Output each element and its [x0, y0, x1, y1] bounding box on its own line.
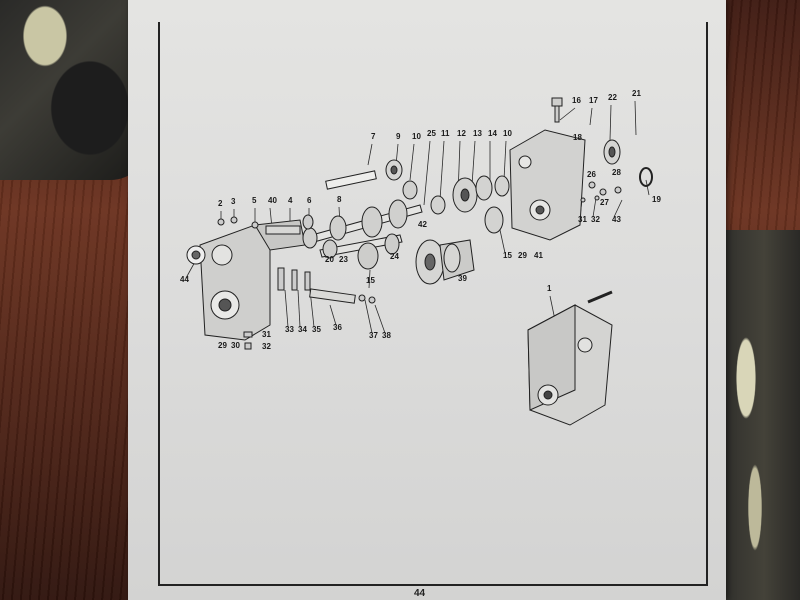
callout-c29a: 29: [218, 341, 227, 350]
left-small-parts: [217, 214, 376, 350]
callout-c14: 14: [488, 129, 497, 138]
callout-c31b: 31: [578, 215, 587, 224]
callout-c5: 5: [252, 196, 257, 205]
callout-c7: 7: [371, 132, 376, 141]
callout-c17: 17: [589, 96, 598, 105]
callout-c26: 26: [587, 170, 596, 179]
callout-c35: 35: [312, 325, 321, 334]
flange-part: [603, 139, 621, 165]
callout-c21: 21: [632, 89, 641, 98]
callout-c30: 30: [231, 341, 240, 350]
rug-top-left: [0, 0, 150, 180]
callout-c44: 44: [180, 275, 189, 284]
callout-c2: 2: [218, 199, 223, 208]
callout-c16: 16: [572, 96, 581, 105]
callout-c19: 19: [652, 195, 661, 204]
bolt-part: [551, 97, 563, 123]
right-housing: [509, 129, 586, 241]
callout-c10b: 10: [503, 129, 512, 138]
callout-c1: 1: [547, 284, 552, 293]
differential-part: [415, 239, 475, 285]
callout-c20: 20: [325, 255, 334, 264]
callout-c36: 36: [333, 323, 342, 332]
seal-part: [186, 245, 206, 265]
callout-c31a: 31: [262, 330, 271, 339]
callout-c10a: 10: [412, 132, 421, 141]
callout-c29b: 29: [518, 251, 527, 260]
callout-c6: 6: [307, 196, 312, 205]
left-housing: [199, 219, 306, 341]
assembled-gearbox: [527, 290, 613, 426]
callout-c23: 23: [339, 255, 348, 264]
callout-c32b: 32: [591, 215, 600, 224]
callout-c8: 8: [337, 195, 342, 204]
callout-c32a: 32: [262, 342, 271, 351]
callout-c43: 43: [612, 215, 621, 224]
ring-part: [639, 167, 653, 187]
callout-c15a: 15: [366, 276, 375, 285]
callout-c40: 40: [268, 196, 277, 205]
gear-cluster: [430, 175, 510, 234]
callout-c22: 22: [608, 93, 617, 102]
callout-c39: 39: [458, 274, 467, 283]
callout-c11: 11: [441, 129, 450, 138]
callout-c24: 24: [390, 252, 399, 261]
page-border-frame: [158, 22, 708, 586]
callout-c4: 4: [288, 196, 293, 205]
callout-c12: 12: [457, 129, 466, 138]
callout-c41: 41: [534, 251, 543, 260]
callout-c25: 25: [427, 129, 436, 138]
small-fasteners: [580, 181, 622, 203]
gear-part: [385, 159, 403, 181]
layshaft-part: [319, 233, 403, 270]
callout-c18: 18: [573, 133, 582, 142]
callout-c27: 27: [600, 198, 609, 207]
callout-c33: 33: [285, 325, 294, 334]
callout-c3: 3: [231, 197, 236, 206]
shaft-part: [325, 170, 377, 190]
callout-c42: 42: [418, 220, 427, 229]
callout-c38: 38: [382, 331, 391, 340]
callout-c13: 13: [473, 129, 482, 138]
page-number: 44: [414, 588, 426, 599]
callout-c34: 34: [298, 325, 307, 334]
callout-c15b: 15: [503, 251, 512, 260]
callout-c28: 28: [612, 168, 621, 177]
callout-c9: 9: [396, 132, 401, 141]
mainshaft-part: [302, 180, 423, 249]
callout-c37: 37: [369, 331, 378, 340]
